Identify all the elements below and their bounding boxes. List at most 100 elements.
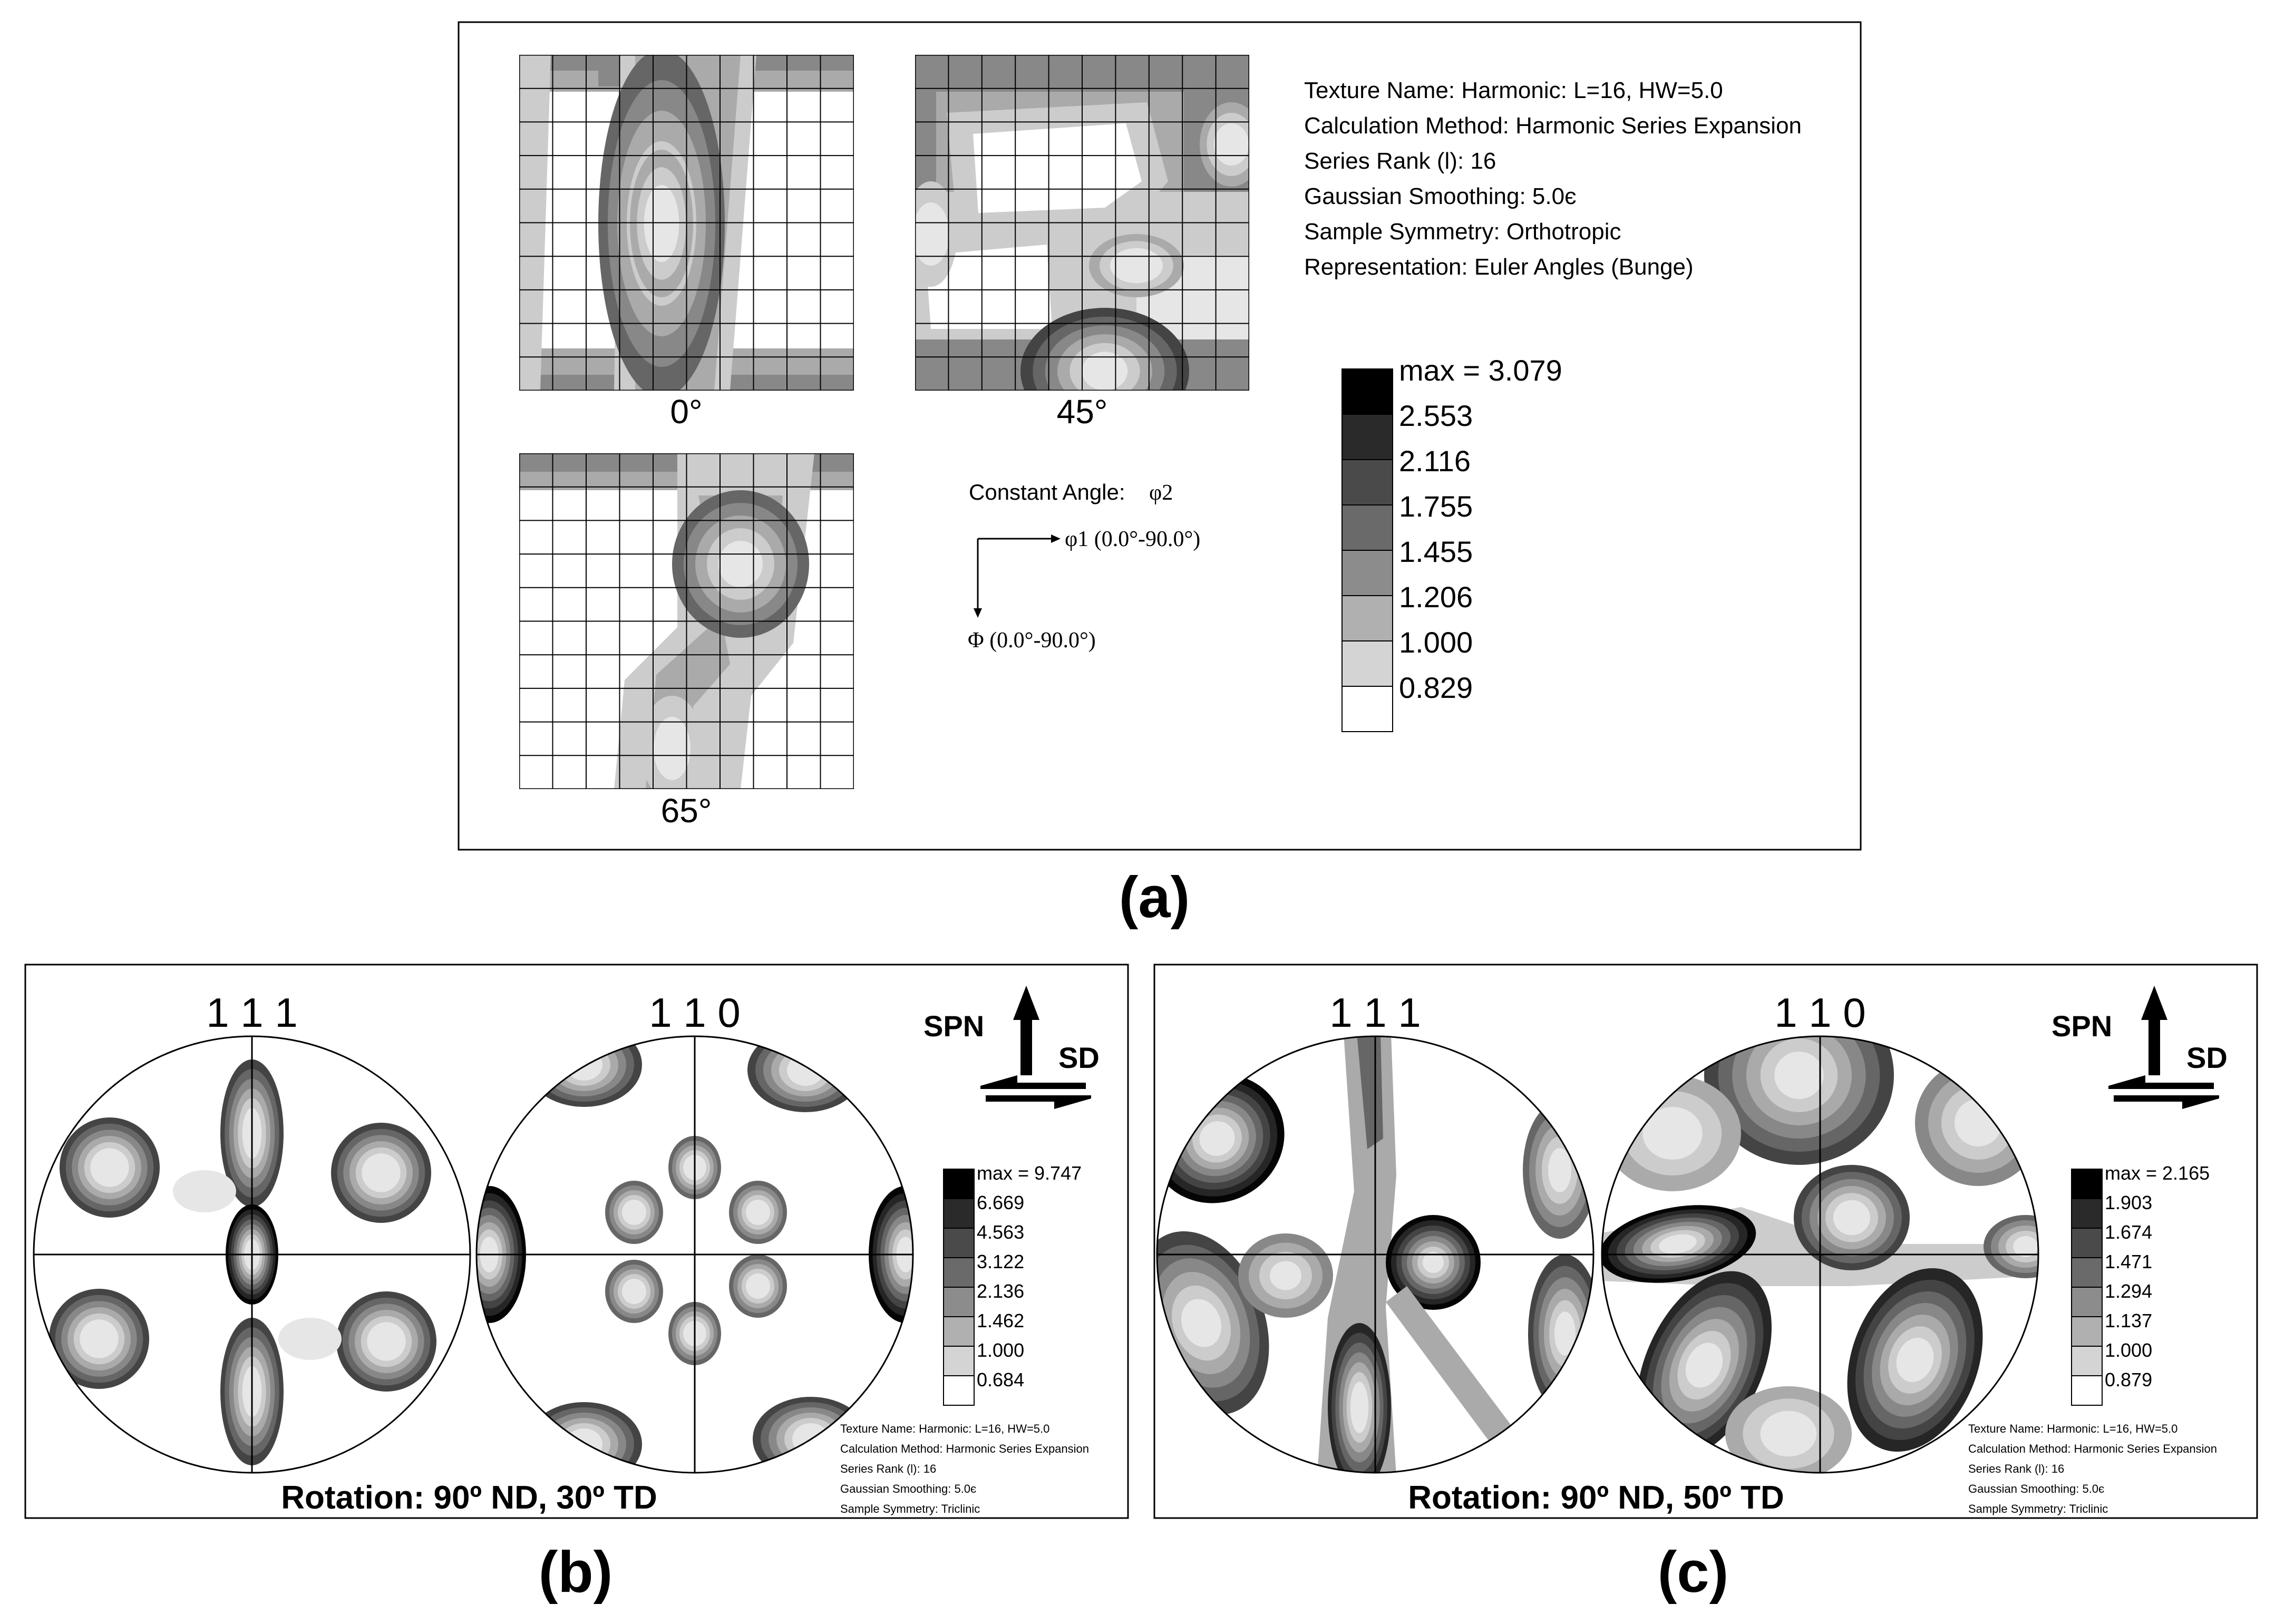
rotation-label-b: Rotation: 90º ND, 30º TD <box>281 1480 657 1516</box>
sample-axes-c <box>2108 986 2219 1109</box>
contour-shape <box>1270 1261 1301 1290</box>
legend-swatch <box>943 1316 975 1347</box>
sd-arrow-bottom-icon <box>2114 1095 2219 1109</box>
legend-c-value: 1.471 <box>2105 1251 2152 1272</box>
pole-figure-rim <box>475 1035 914 1474</box>
legend-a-value: 1.000 <box>1399 626 1473 659</box>
panel-b-caption: (b) <box>539 1540 612 1604</box>
sample-axes-b <box>980 986 1091 1109</box>
odf-section-0 <box>519 55 854 391</box>
legend-swatch <box>1341 504 1393 551</box>
pole-figure-rim <box>1601 1035 2039 1474</box>
legend-b-value: 1.462 <box>977 1310 1024 1331</box>
legend-swatch <box>943 1287 975 1317</box>
legend-a-labels: max = 3.079 2.553 2.116 1.755 1.455 1.20… <box>1399 354 1562 704</box>
contour-shape <box>90 1148 129 1187</box>
info-b-line: Calculation Method: Harmonic Series Expa… <box>840 1442 1089 1455</box>
legend-swatch <box>1341 459 1393 505</box>
spn-arrow-icon <box>2141 986 2167 1075</box>
legend-swatch <box>1341 368 1393 415</box>
info-a-line: Representation: Euler Angles (Bunge) <box>1304 254 1694 280</box>
legend-b-value: max = 9.747 <box>977 1162 1082 1184</box>
texture-info-a: Texture Name: Harmonic: L=16, HW=5.0 Cal… <box>1304 77 1802 280</box>
spn-label-c: SPN <box>2052 1009 2112 1043</box>
legend-b-value: 0.684 <box>977 1369 1024 1390</box>
contour-shape <box>1774 1052 1824 1099</box>
contour-shape <box>1199 1121 1235 1156</box>
contour-shape <box>1685 1343 1723 1388</box>
legend-a-value: 0.829 <box>1399 671 1473 704</box>
legend-swatch <box>2071 1287 2103 1317</box>
sd-label-b: SD <box>1058 1041 1100 1074</box>
legend-swatch <box>2071 1346 2103 1376</box>
contour-shape <box>1213 123 1249 166</box>
legend-swatch <box>1341 686 1393 732</box>
legend-a-value: 1.755 <box>1399 490 1473 523</box>
panel-b: 1 1 1 1 1 0 Rotation: 90º ND, 30º TD SPN… <box>24 964 1129 1604</box>
contour-shape <box>1642 1107 1703 1160</box>
contour-shape <box>362 1153 401 1192</box>
contour-shape <box>746 1273 770 1299</box>
pole-figure-rim <box>1156 1035 1595 1474</box>
legend-c <box>2071 1169 2103 1406</box>
contour-shape <box>1896 1338 1934 1382</box>
contour-shape <box>278 1318 342 1360</box>
info-c-line: Sample Symmetry: Triclinic <box>1968 1502 2108 1515</box>
pole-figure-title-c-110: 1 1 0 <box>1774 989 1865 1036</box>
legend-b-labels: max = 9.747 6.669 4.563 3.122 2.136 1.46… <box>977 1162 1082 1390</box>
contour-shape <box>1082 352 1128 391</box>
legend-b <box>943 1169 975 1406</box>
contour-shape <box>1357 1036 1383 1149</box>
info-b-line: Sample Symmetry: Triclinic <box>840 1502 980 1515</box>
pole-figure-c-111-frame <box>1156 1035 1595 1474</box>
info-b-line: Texture Name: Harmonic: L=16, HW=5.0 <box>840 1422 1049 1435</box>
info-c-line: Gaussian Smoothing: 5.0є <box>1968 1482 2104 1495</box>
legend-a-value: max = 3.079 <box>1399 354 1562 387</box>
contour-shape <box>1386 1286 1533 1465</box>
legend-swatch <box>2071 1257 2103 1288</box>
spn-arrow-icon <box>1013 986 1039 1075</box>
panel-a-caption: (a) <box>1119 865 1190 930</box>
legend-a-value: 2.116 <box>1399 444 1471 478</box>
panel-c-caption: (c) <box>1658 1540 1728 1604</box>
legend-b-value: 3.122 <box>977 1251 1024 1272</box>
info-a-line: Sample Symmetry: Orthotropic <box>1304 219 1621 245</box>
legend-a-value: 1.455 <box>1399 535 1473 568</box>
legend-a-value: 2.553 <box>1399 399 1473 432</box>
sd-arrow-bottom-icon <box>986 1095 1091 1109</box>
phi1-arrow-head-icon <box>1051 534 1061 543</box>
contour-shape <box>718 541 763 587</box>
contour-shape <box>1554 1311 1576 1356</box>
legend-swatch <box>943 1257 975 1288</box>
axis-key: Constant Angle: φ2 φ1 (0.0°-90.0°) Φ (0.… <box>968 480 1200 653</box>
legend-swatch <box>2071 1198 2103 1229</box>
info-c-line: Texture Name: Harmonic: L=16, HW=5.0 <box>1968 1422 2177 1435</box>
pole-figure-b-110-frame <box>475 1035 914 1474</box>
contour-shape <box>1110 248 1163 284</box>
legend-swatch <box>943 1198 975 1229</box>
contour-shape <box>1548 1148 1571 1192</box>
contour-shape <box>915 202 949 266</box>
legend-c-value: 0.879 <box>2105 1369 2152 1390</box>
phi1-range-label: φ1 (0.0°-90.0°) <box>1065 527 1200 551</box>
section-label-0: 0° <box>670 393 702 431</box>
odf-section-65 <box>519 453 854 789</box>
constant-angle-symbol: φ2 <box>1149 481 1173 505</box>
legend-swatch <box>1341 550 1393 596</box>
texture-info-c: Texture Name: Harmonic: L=16, HW=5.0 Cal… <box>1968 1422 2217 1515</box>
contour-shape <box>644 184 679 262</box>
contour-shape <box>2013 1236 2038 1257</box>
legend-b-value: 1.000 <box>977 1339 1024 1361</box>
contour-shape <box>367 1322 406 1361</box>
info-b-line: Series Rank (l): 16 <box>840 1462 936 1475</box>
pole-figure-b-111-frame <box>33 1035 471 1474</box>
legend-swatch <box>943 1375 975 1406</box>
contour-shape <box>598 55 619 86</box>
legend-a <box>1341 368 1393 732</box>
contour-shape <box>1423 1252 1444 1273</box>
contour-shape <box>1659 1234 1697 1254</box>
legend-swatch <box>943 1228 975 1258</box>
legend-a-value: 1.206 <box>1399 580 1473 614</box>
info-a-line: Calculation Method: Harmonic Series Expa… <box>1304 113 1802 139</box>
